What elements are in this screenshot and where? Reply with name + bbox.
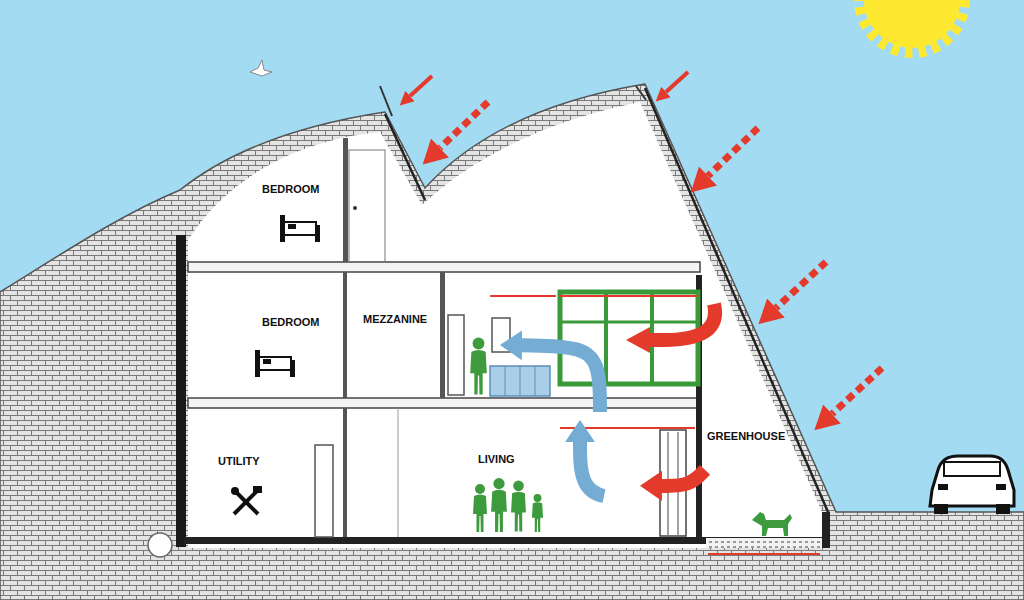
sunlight-arrow [410,76,432,96]
room-area: BEDROOM [195,280,340,395]
heating-strip [708,553,820,555]
room-area: UTILITY [195,412,340,536]
upper-glazing [385,114,425,200]
room-area: BEDROOM [195,150,340,260]
railing-bar [505,366,506,396]
air-flow-arrow [580,442,604,496]
sunlight-arrow [440,102,488,148]
room-area: LIVING [350,412,640,536]
door [315,445,333,537]
door [492,318,510,352]
drain-pipe [148,533,172,557]
sun-rays [862,0,962,50]
heat-flow-arrow [662,470,705,486]
mezzanine-floor [188,398,700,408]
room-area: MEZZANINE [350,290,500,400]
person [470,338,487,395]
vent [636,86,646,100]
warm-air-arrow [650,304,715,340]
partition [398,408,399,537]
tools-icon [231,486,262,514]
sun-disc [864,0,960,48]
sunlight-arrow [776,262,826,308]
greenhouse-glazing [645,88,828,512]
room-label: GREENHOUSE [707,430,785,443]
upper-floor [188,262,700,272]
front-footing [822,512,830,548]
back-wall [176,235,186,547]
car-wheel [934,504,948,514]
heat-flow-arrow [522,345,600,412]
dog [752,512,792,536]
partition [343,138,348,262]
car [930,456,1014,514]
railing-bar [520,366,521,396]
person [532,494,543,532]
person [491,478,507,532]
sunlight-arrow [832,368,882,414]
door-knob [353,206,357,210]
vent [380,86,392,116]
room-label: BEDROOM [262,183,319,196]
car-window [944,462,1000,476]
room-label: MEZZANINE [363,313,427,326]
car-light [938,484,948,490]
partition [440,272,445,398]
car-wheel [996,504,1010,514]
car-light [996,484,1006,490]
house-interior [188,102,822,548]
room-label: BEDROOM [262,316,319,329]
sun [862,0,962,50]
railing-bar [535,366,536,396]
door [349,150,385,262]
earth-berm [0,84,1024,600]
greenhouse-floor [706,538,822,548]
bird [250,60,272,76]
window-transom [560,321,698,324]
tool-head [231,487,239,495]
sunlight-arrow [708,128,758,176]
partition [343,272,347,398]
bed-icon [255,350,295,377]
sunlight-arrow [666,72,688,92]
bed-icon [280,215,320,242]
room-label: UTILITY [218,455,260,468]
car-body [930,456,1014,506]
window-mullion [604,292,608,384]
heating-strip [560,295,698,297]
heating-strip [560,427,695,429]
heating-strip [490,295,556,297]
partition [343,408,347,537]
railing [490,366,550,396]
tool-head [253,486,262,493]
door [448,315,464,395]
room-area: GREENHOUSE [705,280,825,538]
room-label: LIVING [478,453,515,466]
person [511,481,526,532]
person [473,484,487,532]
